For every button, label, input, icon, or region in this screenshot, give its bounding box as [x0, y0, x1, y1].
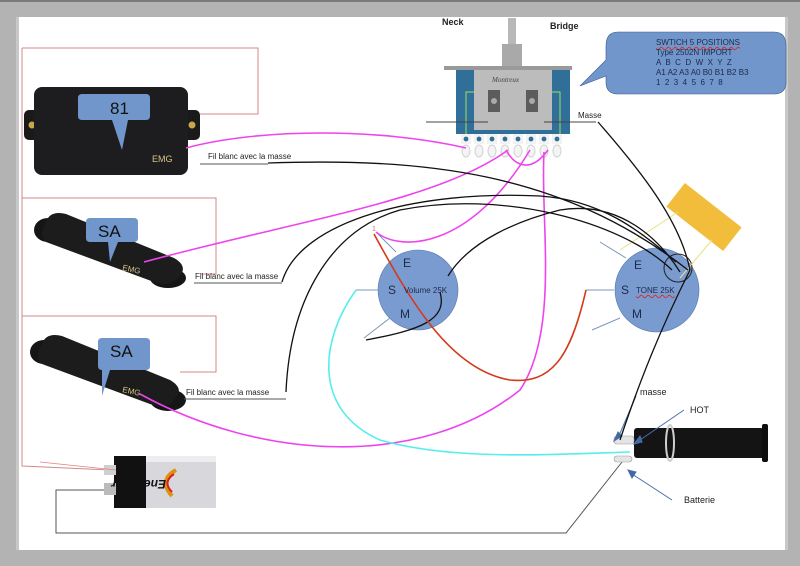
bubble-sa-2 — [98, 338, 150, 396]
battery-jack-wire — [55, 461, 623, 534]
window-top-border — [0, 0, 800, 2]
battery-red-lead — [39, 461, 117, 471]
bubble-sa-1 — [86, 218, 138, 262]
tone-pot-label: TONE 25K — [636, 286, 675, 295]
pickup-frames — [21, 47, 259, 471]
svg-text:EMG: EMG — [122, 385, 142, 398]
volume-marker: 1 — [372, 226, 376, 233]
switch-note-text: SWTICH 5 POSITIONS Type 2502N IMPORT A B… — [656, 38, 749, 88]
frame-humbucker — [22, 47, 259, 115]
red-wires — [373, 233, 587, 382]
switch-lug — [487, 134, 497, 158]
switch-lug — [552, 134, 562, 158]
bridge-label: Bridge — [550, 21, 579, 31]
volume-pot-leads — [356, 233, 397, 339]
tone-pot-solder-ring — [663, 253, 693, 283]
tone-lug-e: E — [634, 258, 643, 272]
sa1-model-label: SA — [98, 222, 121, 241]
volume-lug-e: E — [403, 256, 412, 270]
five-way-switch: Montreux — [426, 18, 596, 140]
switch-note-bubble — [579, 31, 787, 95]
humbucker-brand: EMG — [152, 154, 173, 164]
label-underlines — [184, 163, 286, 400]
switch-masse-label: Masse — [578, 111, 602, 120]
switch-lug — [461, 134, 471, 158]
pink-wires — [139, 132, 549, 448]
frame-sa2 — [22, 315, 217, 373]
switch-note-line-2: Type 2502N IMPORT — [656, 48, 733, 57]
switch-note-line-3: A B C D W X Y Z — [656, 58, 732, 67]
frame-left — [21, 48, 111, 471]
sa1-wire-label: Fil blanc avec la masse — [195, 272, 279, 281]
battery-9v: Energizer — [104, 456, 216, 508]
switch-brand: Montreux — [491, 76, 520, 84]
switch-lugs — [461, 134, 562, 158]
jack-battery-label: Batterie — [684, 495, 716, 505]
sa2-wire-label: Fil blanc avec la masse — [186, 388, 270, 397]
sa2-model-label: SA — [110, 342, 133, 361]
svg-text:Energizer: Energizer — [110, 477, 166, 491]
cyan-wire — [327, 289, 631, 456]
switch-note-line-5: 1 2 3 4 5 6 7 8 — [656, 78, 723, 87]
switch-note-line-4: A1 A2 A3 A0 B0 B1 B2 B3 — [656, 68, 749, 77]
tone-pot-leads — [586, 241, 627, 331]
switch-lug — [474, 134, 484, 158]
switch-note-line-1: SWTICH 5 POSITIONS — [656, 38, 741, 47]
frame-sa1 — [22, 197, 217, 275]
bubble-81 — [78, 94, 150, 150]
switch-lug — [526, 134, 536, 158]
volume-pot-label: Volume 25K — [404, 286, 448, 295]
svg-text:EMG: EMG — [122, 263, 142, 276]
volume-lug-m: M — [400, 307, 410, 321]
tone-lug-m: M — [632, 307, 642, 321]
switch-lug — [513, 134, 523, 158]
black-wires — [267, 121, 691, 441]
volume-lug-s: S — [388, 283, 397, 297]
neck-label: Neck — [442, 17, 464, 27]
humbucker-model-label: 81 — [110, 99, 129, 118]
humbucker-wire-label: Fil blanc avec la masse — [208, 152, 292, 161]
jack-ground-label: masse — [640, 387, 667, 397]
tone-lug-s: S — [621, 283, 630, 297]
jack-hot-label: HOT — [690, 405, 709, 415]
tone-capacitor — [619, 183, 742, 279]
